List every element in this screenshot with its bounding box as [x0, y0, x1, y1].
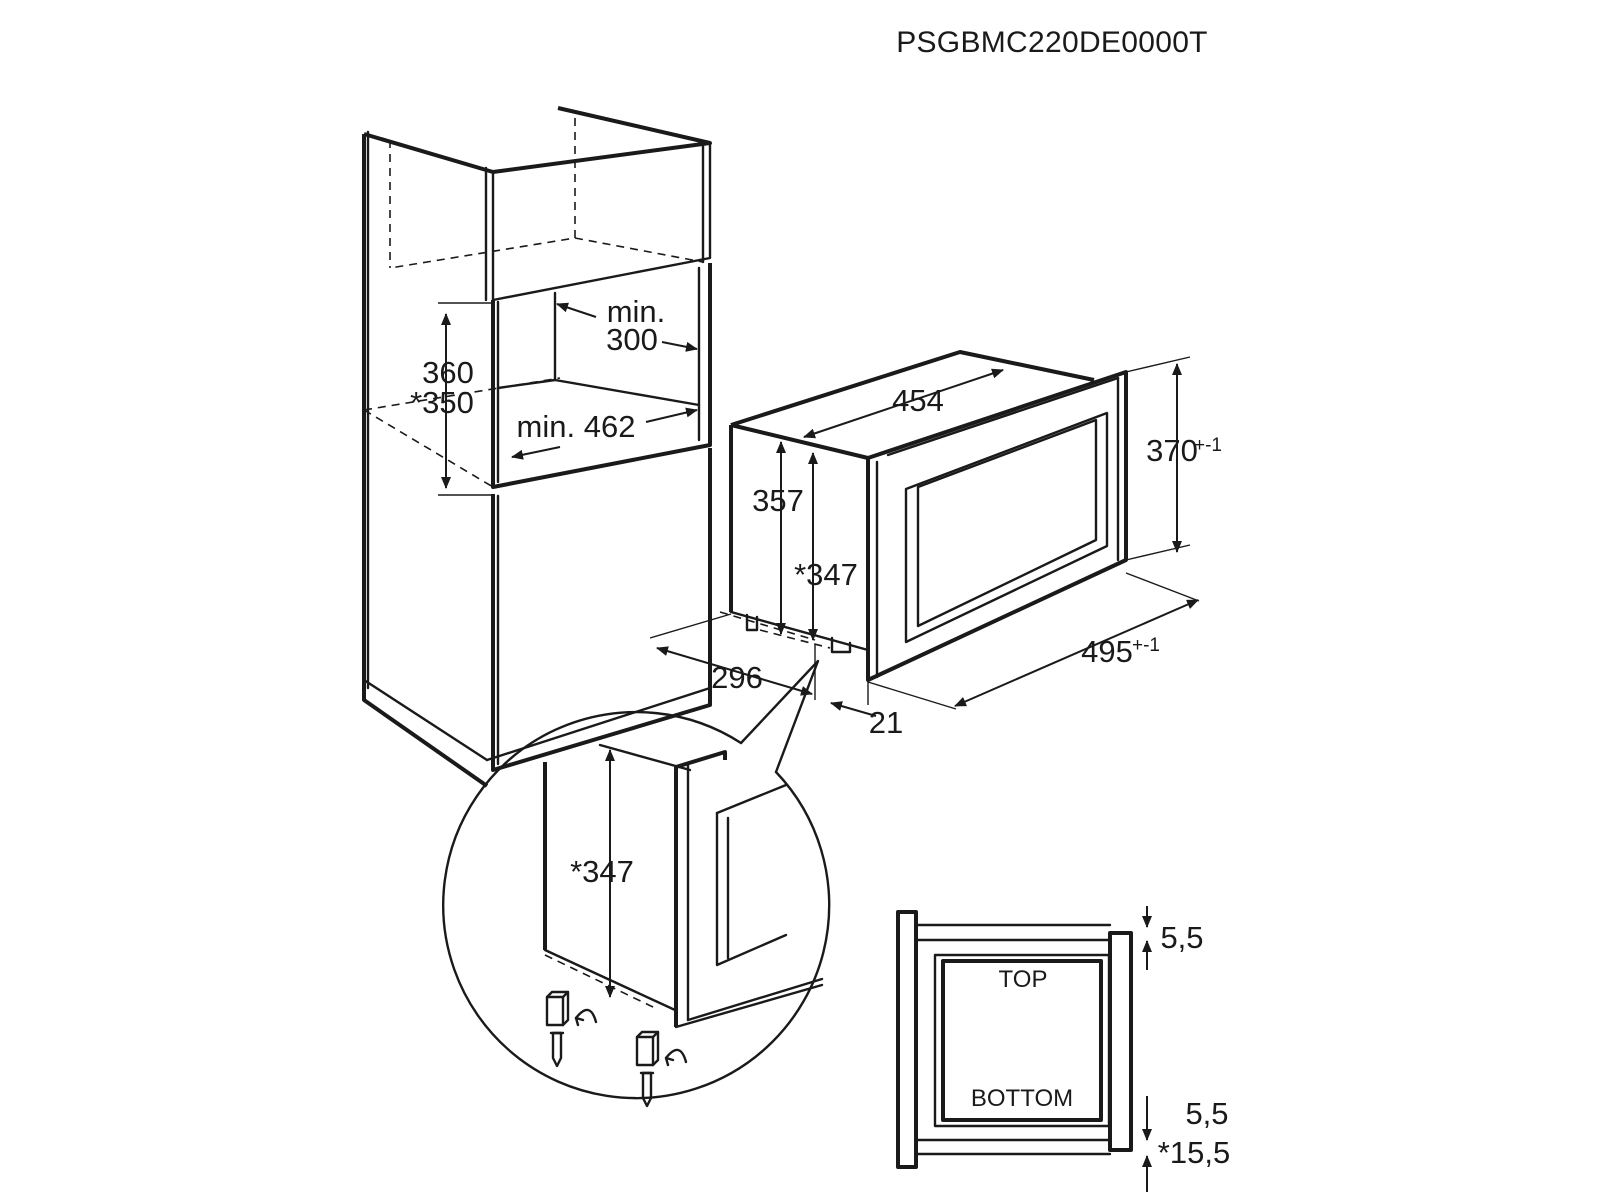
body-width-label: 454 — [892, 383, 944, 418]
gap-bottom-label: 5,5 — [1185, 1096, 1228, 1131]
appliance-dimensions: 454 370 +-1 495 +-1 357 *347 296 21 — [649, 356, 1222, 740]
front-width-label: 495 — [1081, 634, 1133, 669]
front-height-label: 370 — [1146, 433, 1198, 468]
depth-min-value: 300 — [606, 322, 658, 357]
cabinet-dimensions: 360 *350 min. 300 min. 462 — [410, 294, 698, 496]
width-min-arrow-left — [511, 446, 561, 460]
cabinet-height-alt-label: *350 — [410, 385, 474, 420]
top-label: TOP — [999, 966, 1048, 993]
bottom-label: BOTTOM — [971, 1085, 1073, 1112]
depth-label: 296 — [711, 660, 763, 695]
body-height-alt-label: *347 — [794, 557, 858, 592]
cabinet-drawing — [362, 106, 712, 788]
depth-arrow — [656, 646, 813, 696]
depth-min-arrow-right — [661, 341, 698, 352]
frame-depth-label: 21 — [869, 705, 903, 740]
gap-bottom-alt-label: *15,5 — [1158, 1135, 1230, 1170]
front-width-tol: +-1 — [1132, 635, 1160, 656]
gap-top-label: 5,5 — [1160, 920, 1203, 955]
width-min-label: min. 462 — [517, 409, 636, 444]
front-width-arrow — [954, 599, 1199, 707]
front-height-tol: +-1 — [1194, 435, 1222, 456]
detail-height-label: *347 — [570, 854, 634, 889]
width-min-arrow-right — [645, 407, 698, 423]
detail-circle: *347 — [442, 659, 831, 1108]
frame-section: TOP BOTTOM 5,5 5,5 *15,5 — [896, 906, 1230, 1192]
foot-block-left — [545, 990, 598, 1068]
cabinet-height-label: 360 — [422, 355, 474, 390]
foot-block-right — [635, 1030, 688, 1108]
depth-min-arrow-left — [556, 302, 597, 318]
body-width-arrow — [803, 368, 1004, 439]
frame-depth-arrow — [830, 701, 877, 717]
depth-min-prefix: min. — [607, 294, 666, 329]
model-code: PSGBMC220DE0000T — [896, 26, 1208, 59]
body-height-label: 357 — [752, 483, 804, 518]
